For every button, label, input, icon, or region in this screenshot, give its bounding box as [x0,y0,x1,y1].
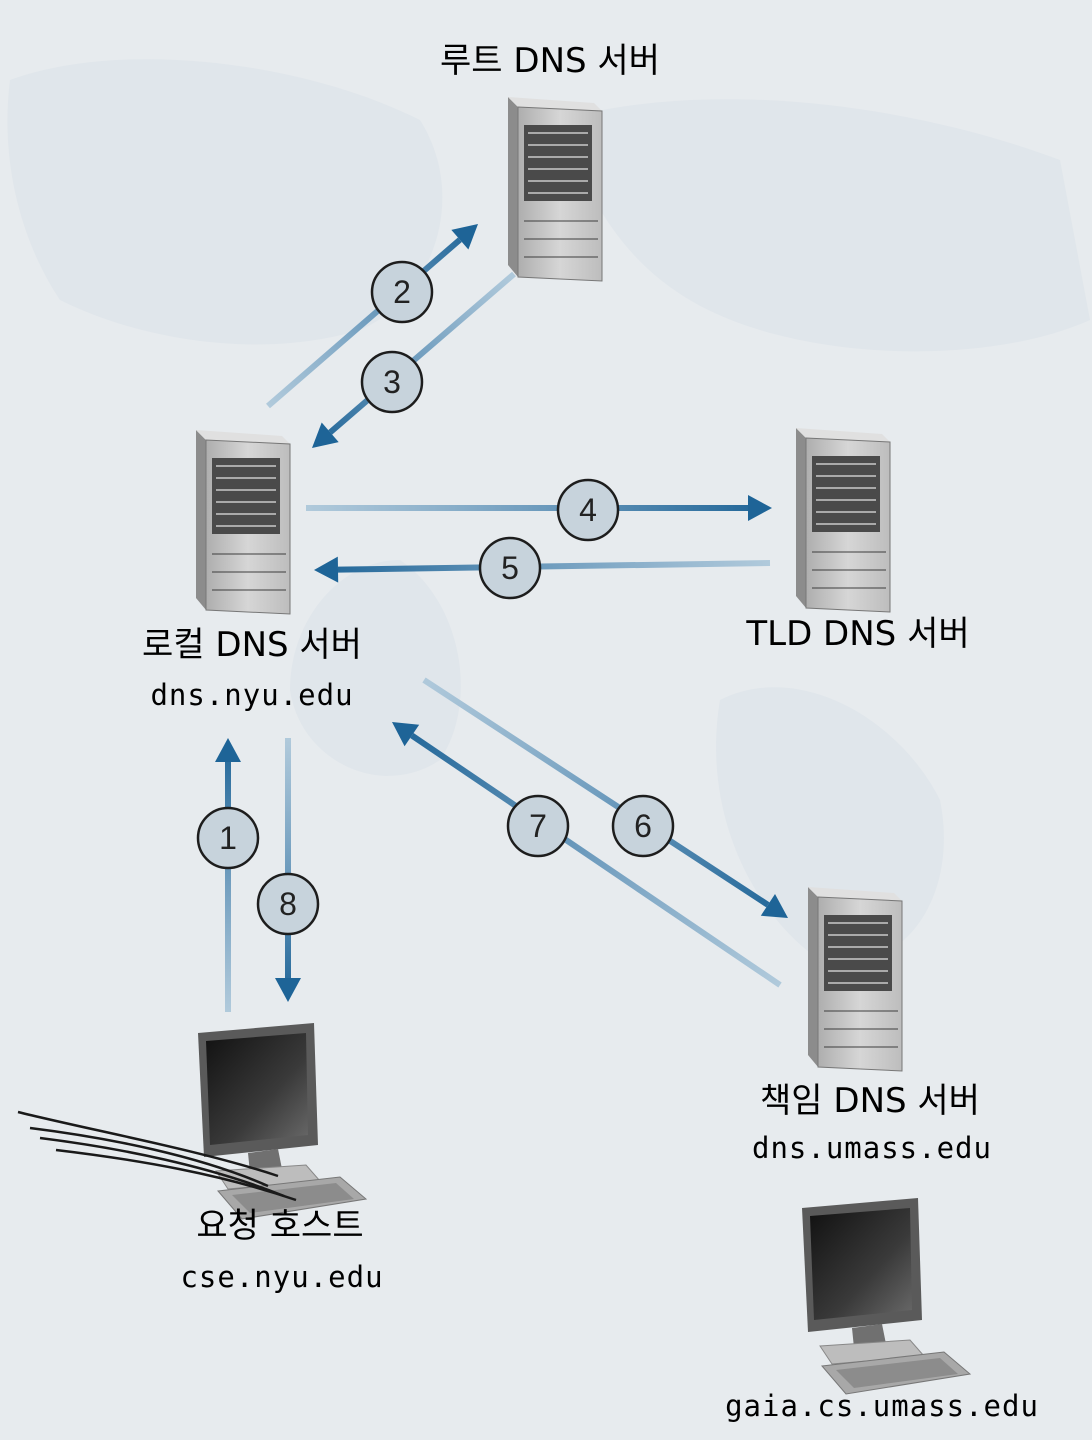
requesting-host-computer-icon [197,1022,367,1220]
background-map [7,59,1090,964]
authoritative-server-host: dns.umass.edu [752,1131,992,1165]
step-circle-6 [611,794,675,858]
local-dns-server-icon [195,429,291,615]
arrowhead-step-8 [275,978,301,1002]
step-circle-7 [506,794,570,858]
local-server-host: dns.nyu.edu [150,678,353,712]
arrowhead-step-1 [215,738,241,762]
step-number-2: 2 [393,274,411,310]
step-circle-1 [196,806,260,870]
arrowhead-step-4 [748,495,772,521]
tld-dns-server-icon [795,427,891,613]
arrowhead-step-5 [314,556,339,583]
authoritative-dns-server-icon [807,886,903,1072]
arrowhead-step-3 [312,422,339,448]
local-server-name: 로컬 DNS 서버 [142,625,362,665]
step-circle-8 [256,872,320,936]
step-number-5: 5 [501,550,519,586]
authoritative-server-name: 책임 DNS 서버 [760,1081,980,1121]
arrow-step-7 [410,732,782,988]
arrowhead-step-6 [760,893,788,918]
step-number-1: 1 [219,820,237,856]
root-server-name: 루트 DNS 서버 [440,41,660,81]
arrow-step-5 [337,560,771,573]
arrowhead-step-7 [392,722,420,747]
step-number-3: 3 [383,364,401,400]
step-number-4: 4 [579,492,597,528]
step-number-7: 7 [529,808,547,844]
arrow-step-3 [328,271,516,435]
arrow-step-6 [422,677,770,908]
step-number-6: 6 [634,808,652,844]
tld-server-name: TLD DNS 서버 [745,614,969,654]
root-dns-server-icon [507,96,603,282]
arrow-layer [215,224,788,1012]
step-circle-2 [370,260,434,324]
step-circle-3 [360,350,424,414]
requesting-host-address: cse.nyu.edu [180,1260,383,1294]
step-layer: 1 2 3 4 5 6 7 8 [196,260,675,936]
step-circle-5 [478,536,542,600]
requesting-host-name: 요청 호스트 [196,1206,363,1246]
step-circle-4 [556,478,620,542]
arrow-step-2 [266,237,462,409]
handwritten-scribble [17,1110,297,1202]
target-host-computer-icon [801,1197,971,1395]
target-host-address: gaia.cs.umass.edu [725,1389,1039,1423]
arrowhead-step-2 [451,224,478,250]
step-number-8: 8 [279,886,297,922]
